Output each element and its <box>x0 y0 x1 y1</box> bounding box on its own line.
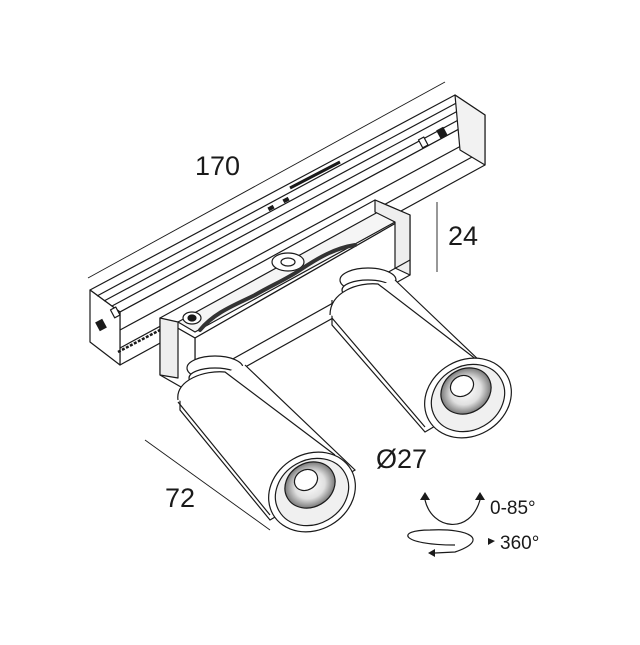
dimension-lines <box>87 81 446 531</box>
length-label: 170 <box>195 151 241 181</box>
power-cable <box>198 243 357 332</box>
tilt-label: 0-85° <box>490 498 536 519</box>
adapter-housing <box>159 199 411 396</box>
rotation-indicator <box>407 492 495 557</box>
diameter-label: Ø27 <box>376 444 428 474</box>
spotlight-front <box>177 355 356 533</box>
spotlight-back <box>329 267 512 439</box>
rotate-label: 360° <box>500 533 540 554</box>
height-label: 24 <box>448 221 479 251</box>
depth-dimension-line <box>144 439 271 531</box>
tilt-arrow-icon <box>424 499 481 525</box>
rotate-arrow-icon <box>407 529 474 554</box>
length-dimension-line <box>87 81 446 279</box>
depth-label: 72 <box>165 483 196 513</box>
